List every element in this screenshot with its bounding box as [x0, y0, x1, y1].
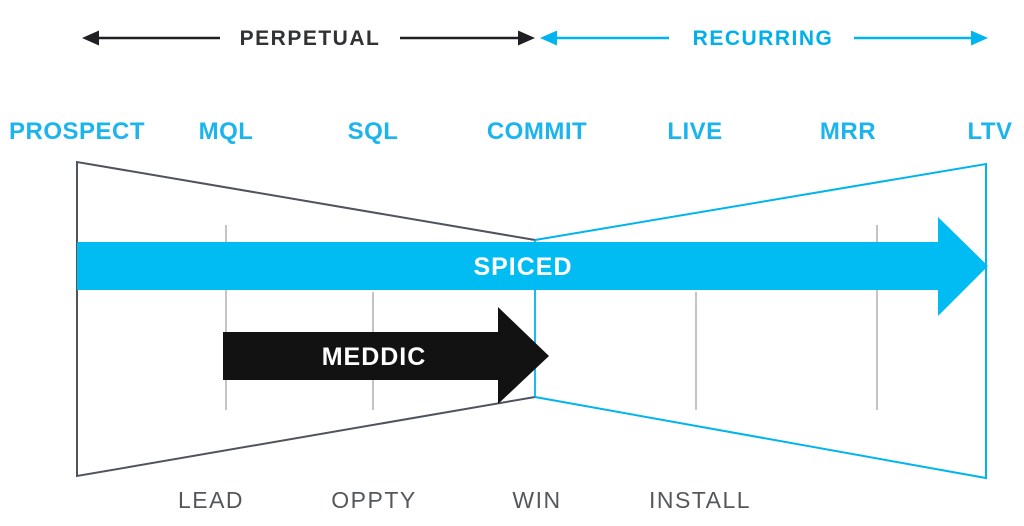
stage-label-live: LIVE: [667, 118, 722, 145]
arrowhead-right-icon: [518, 30, 535, 46]
stage-label-oppty: OPPTY: [331, 487, 416, 513]
stage-label-mql: MQL: [199, 118, 254, 145]
perpetual-axis: PERPETUAL: [82, 27, 535, 50]
stage-label-prospect: PROSPECT: [9, 118, 145, 145]
arrowhead-right-icon: [971, 30, 988, 46]
recurring-axis: RECURRING: [540, 27, 988, 50]
stage-label-ltv: LTV: [967, 118, 1012, 145]
stage-label-mrr: MRR: [820, 118, 876, 145]
spiced-arrowhead-icon: [938, 217, 988, 316]
meddic-arrowhead-icon: [498, 307, 549, 404]
funnel-outlines: [76, 160, 987, 480]
stage-labels-bottom: LEAD OPPTY WIN INSTALL: [178, 487, 751, 513]
stage-label-win: WIN: [512, 487, 561, 513]
spiced-arrow-bar: [77, 242, 938, 290]
left-funnel-outline: [76, 160, 536, 478]
perpetual-label: PERPETUAL: [240, 27, 381, 50]
stage-label-lead: LEAD: [178, 487, 244, 513]
arrowhead-left-icon: [82, 30, 99, 46]
stage-label-sql: SQL: [348, 118, 399, 145]
meddic-label: MEDDIC: [322, 343, 427, 371]
meddic-arrow-bar: [223, 332, 498, 380]
right-funnel-outline: [534, 162, 987, 480]
spiced-label: SPICED: [473, 253, 572, 281]
meddic-arrow: MEDDIC: [223, 307, 549, 404]
stage-labels-top: PROSPECT MQL SQL COMMIT LIVE MRR LTV: [9, 118, 1012, 145]
stage-label-install: INSTALL: [649, 487, 751, 513]
recurring-label: RECURRING: [693, 27, 834, 50]
stage-label-commit: COMMIT: [487, 118, 587, 145]
spiced-arrow: SPICED: [77, 217, 988, 316]
arrowhead-left-icon: [540, 30, 557, 46]
